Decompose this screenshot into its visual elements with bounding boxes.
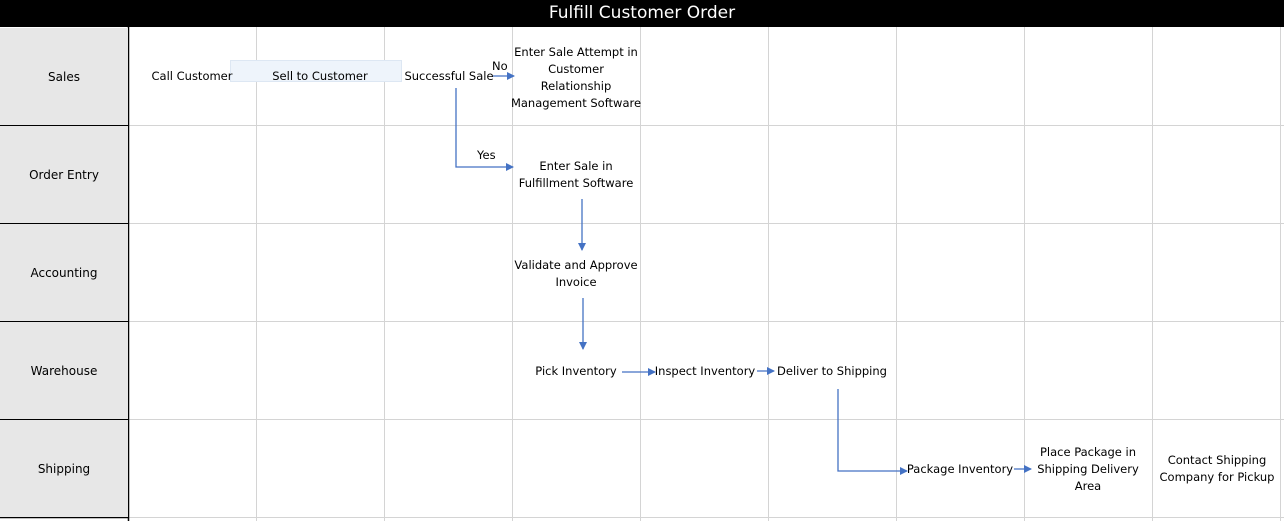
node-call-customer: Call Customer (151, 69, 233, 83)
node-contact-shipping-line1: Contact Shipping (1167, 453, 1267, 467)
lane-accounting: Accounting (0, 224, 128, 321)
node-place-package-line3: Area (1074, 479, 1102, 493)
lane-shipping: Shipping (0, 420, 128, 517)
arrow-yes-branch (455, 88, 514, 171)
lane-order-entry: Order Entry (0, 126, 128, 223)
node-place-package-line2: Shipping Delivery (1037, 462, 1139, 476)
lane-warehouse: Warehouse (0, 322, 128, 419)
diagram-title: Fulfill Customer Order (0, 0, 1284, 27)
node-pick-inventory: Pick Inventory (535, 364, 617, 378)
node-enter-sale-attempt-line2: Customer (548, 62, 604, 76)
node-inspect-inventory: Inspect Inventory (654, 364, 756, 378)
node-enter-sale-attempt: Enter Sale Attempt in Customer Relations… (510, 43, 642, 113)
branch-label-no: No (492, 59, 508, 73)
node-enter-sale-line2: Fulfillment Software (518, 176, 634, 190)
node-place-package: Place Package in Shipping Delivery Area (1030, 444, 1146, 495)
faded-shape-overlay (230, 60, 402, 82)
node-contact-shipping: Contact Shipping Company for Pickup (1154, 452, 1280, 486)
node-validate-invoice: Validate and Approve Invoice (512, 257, 640, 291)
node-enter-sale-fulfillment: Enter Sale in Fulfillment Software (512, 158, 640, 192)
node-enter-sale-attempt-line4: Management Software (510, 96, 642, 110)
node-enter-sale-attempt-line1: Enter Sale Attempt in (514, 45, 638, 59)
node-sell-to-customer: Sell to Customer (272, 69, 368, 83)
column-gridlines (256, 27, 1281, 521)
node-place-package-line1: Place Package in (1039, 445, 1137, 459)
node-successful-sale: Successful Sale (404, 69, 494, 83)
node-enter-sale-attempt-line3: Relationship (540, 79, 612, 93)
branch-label-yes: Yes (477, 148, 496, 162)
lane-header-borders (0, 27, 130, 521)
lane-sales: Sales (0, 28, 128, 125)
node-enter-sale-line1: Enter Sale in (539, 159, 613, 173)
node-contact-shipping-line2: Company for Pickup (1159, 470, 1275, 484)
arrow-deliver-to-package (837, 389, 908, 475)
node-deliver-to-shipping: Deliver to Shipping (777, 364, 887, 378)
lane-gridlines (128, 125, 1284, 518)
node-validate-line2: Invoice (555, 275, 597, 289)
node-validate-line1: Validate and Approve (514, 258, 638, 272)
node-package-inventory: Package Inventory (906, 462, 1014, 476)
